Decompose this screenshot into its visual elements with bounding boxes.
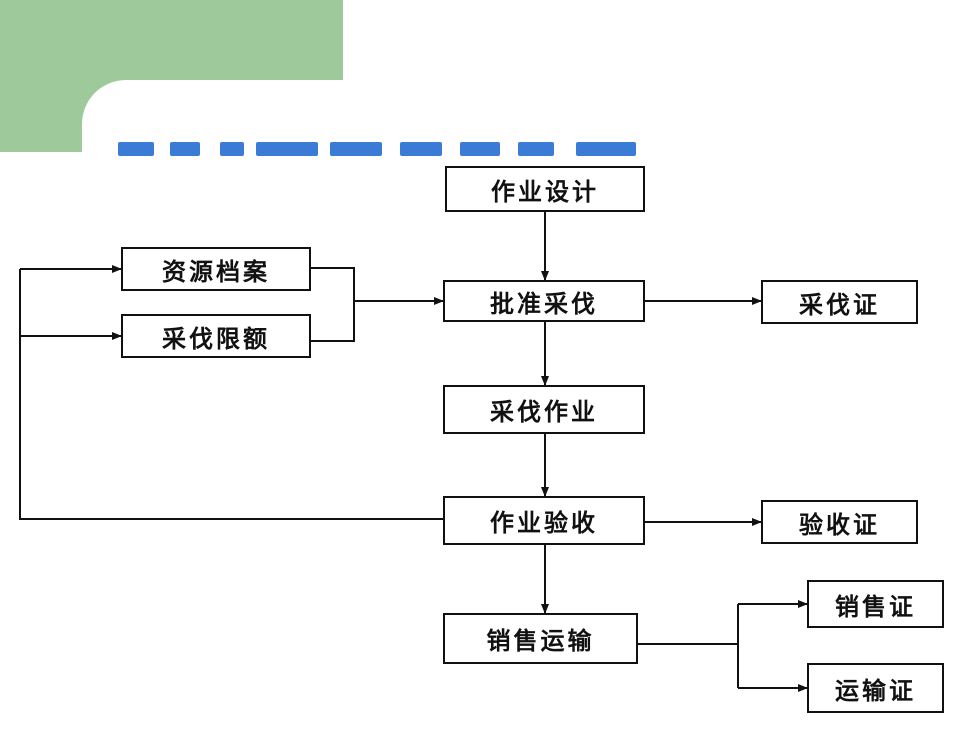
cropped-title-fragment [118, 142, 638, 160]
node-permit: 采伐证 [761, 280, 918, 324]
node-inspect: 作业验收 [443, 496, 645, 545]
node-design: 作业设计 [445, 166, 645, 212]
node-quota: 采伐限额 [121, 314, 311, 358]
slide-decoration-tab [82, 80, 343, 152]
node-archive: 资源档案 [121, 247, 311, 291]
node-sales-cert: 销售证 [807, 580, 944, 628]
feedback-loop [19, 269, 443, 520]
node-transport-cert: 运输证 [807, 663, 944, 713]
node-approve: 批准采伐 [443, 280, 645, 322]
node-inspect-cert: 验收证 [761, 500, 918, 544]
bracket-archive-quota [311, 267, 355, 342]
node-sales: 销售运输 [443, 613, 638, 664]
node-operation: 采伐作业 [443, 385, 645, 434]
